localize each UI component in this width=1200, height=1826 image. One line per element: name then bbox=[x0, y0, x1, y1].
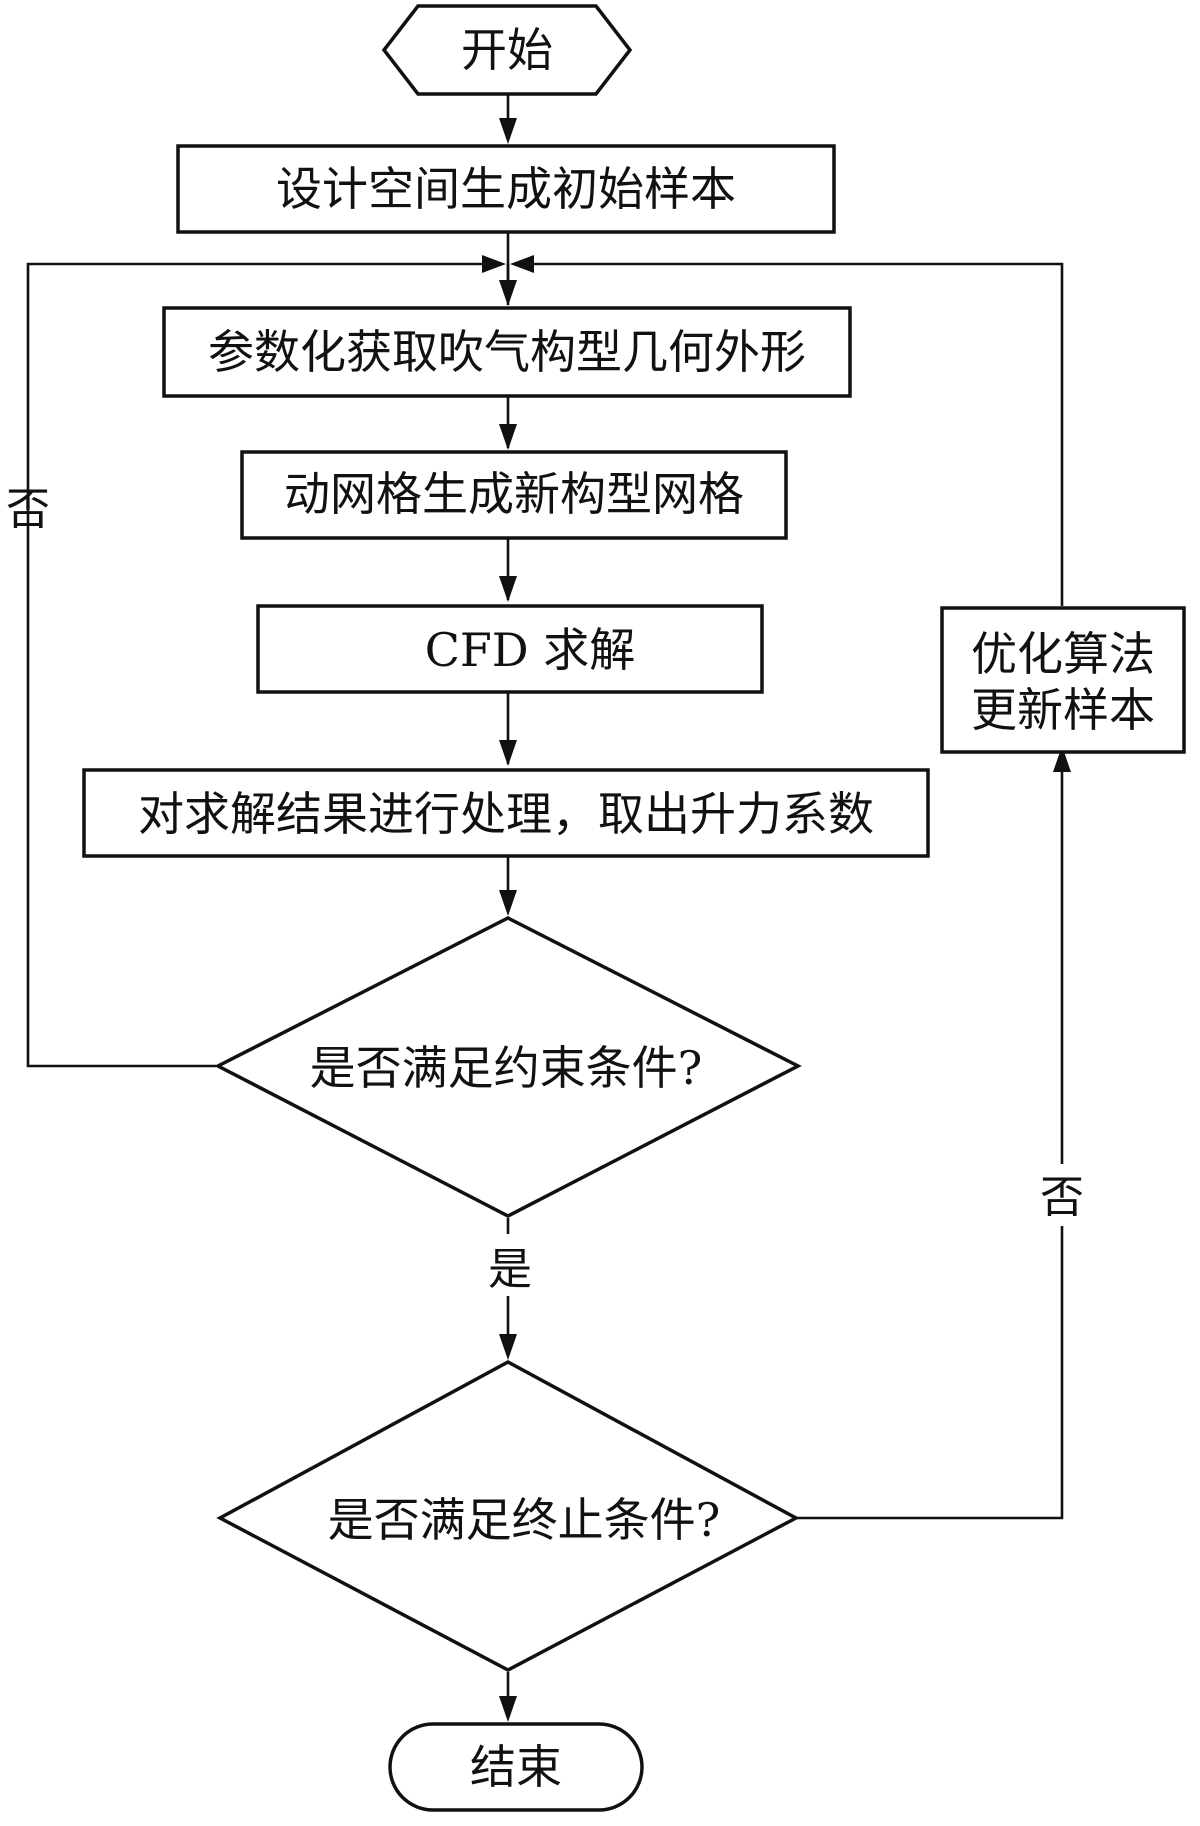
node-optimizer-label-line2: 更新样本 bbox=[971, 683, 1155, 737]
node-dynamic-mesh: 动网格生成新构型网格 bbox=[240, 450, 788, 540]
node-end: 结束 bbox=[388, 1722, 644, 1812]
node-param-geometry: 参数化获取吹气构型几何外形 bbox=[162, 306, 852, 398]
arrowhead-up-icon bbox=[1053, 746, 1071, 772]
node-start: 开始 bbox=[381, 4, 633, 96]
connectors bbox=[26, 95, 1064, 1718]
arrowhead-down-icon bbox=[499, 1334, 517, 1360]
decision-constraint: 是否满足约束条件? bbox=[214, 916, 802, 1218]
node-cfd-solve-label: CFD 求解 bbox=[425, 623, 636, 677]
node-init-samples-label: 设计空间生成初始样本 bbox=[276, 162, 736, 216]
connector-constraint-no-loop bbox=[26, 262, 490, 1068]
arrowhead-down-icon bbox=[499, 424, 517, 450]
node-init-samples: 设计空间生成初始样本 bbox=[176, 144, 836, 234]
edge-label-constraint-no: 否 bbox=[6, 484, 50, 535]
decision-constraint-label: 是否满足约束条件? bbox=[310, 1041, 703, 1095]
arrowhead-down-icon bbox=[499, 118, 517, 144]
arrowhead-down-icon bbox=[499, 890, 517, 916]
connector-optimizer-to-merge bbox=[526, 262, 1064, 606]
arrowhead-down-icon bbox=[499, 740, 517, 766]
node-param-geometry-label: 参数化获取吹气构型几何外形 bbox=[208, 325, 806, 379]
node-optimizer-update: 优化算法 更新样本 bbox=[940, 606, 1186, 754]
arrowhead-right-icon bbox=[482, 255, 506, 273]
node-start-label: 开始 bbox=[461, 23, 553, 77]
node-postprocess: 对求解结果进行处理，取出升力系数 bbox=[82, 768, 930, 858]
edge-label-termination-no-gap bbox=[1038, 1164, 1086, 1226]
connector-termination-no-to-optimizer bbox=[796, 770, 1064, 1520]
node-cfd-solve: CFD 求解 bbox=[256, 604, 764, 694]
arrowheads bbox=[482, 118, 1071, 1722]
arrowhead-left-icon bbox=[510, 255, 534, 273]
node-postprocess-label: 对求解结果进行处理，取出升力系数 bbox=[138, 787, 874, 841]
edge-label-termination-no: 否 bbox=[1040, 1172, 1084, 1223]
node-optimizer-label-line1: 优化算法 bbox=[971, 627, 1155, 681]
edge-label-yes-gap bbox=[484, 1234, 534, 1296]
edge-label-constraint-yes: 是 bbox=[488, 1244, 532, 1295]
arrowhead-down-icon bbox=[499, 1696, 517, 1722]
decision-termination: 是否满足终止条件? bbox=[216, 1360, 800, 1672]
decision-termination-label: 是否满足终止条件? bbox=[328, 1493, 721, 1547]
node-end-label: 结束 bbox=[470, 1740, 562, 1794]
node-dynamic-mesh-label: 动网格生成新构型网格 bbox=[284, 467, 744, 521]
arrowhead-down-icon bbox=[499, 280, 517, 306]
arrowhead-down-icon bbox=[499, 576, 517, 602]
